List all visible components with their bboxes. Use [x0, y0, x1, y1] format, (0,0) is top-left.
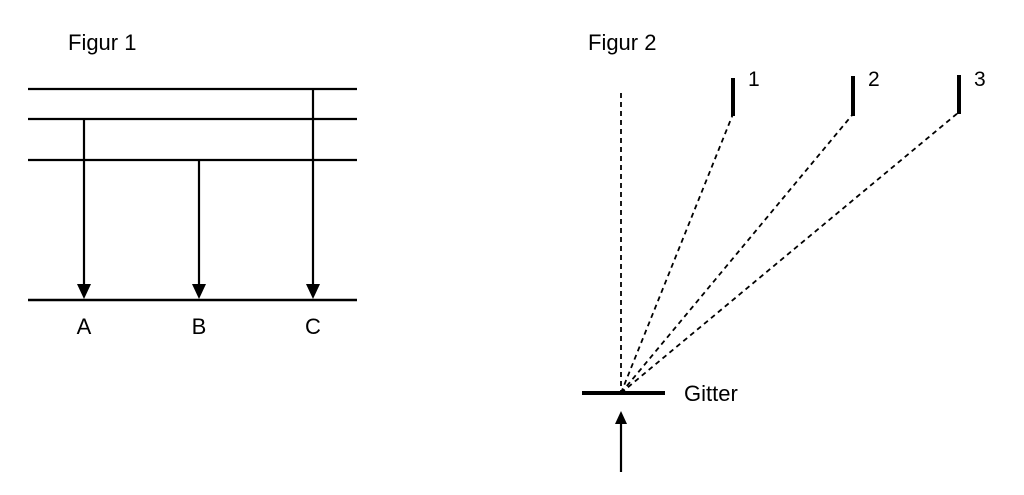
figur-2: Figur 2 1 2 3 Gitter: [582, 30, 986, 472]
transition-a: [77, 119, 91, 299]
detector-2-label: 2: [868, 68, 880, 91]
transition-c: [306, 89, 320, 299]
incident-beam: [615, 411, 627, 472]
transition-a-arrowhead: [77, 284, 91, 299]
transition-a-label: A: [77, 314, 92, 339]
ray-to-detector-1: [620, 113, 734, 394]
figur-1: Figur 1 A B C: [28, 30, 357, 339]
transition-b-label: B: [192, 314, 207, 339]
grating-label: Gitter: [684, 381, 738, 406]
figur-2-title: Figur 2: [588, 30, 656, 55]
transition-c-arrowhead: [306, 284, 320, 299]
transition-b-arrowhead: [192, 284, 206, 299]
detector-1-label: 1: [748, 68, 760, 91]
transition-b: [192, 160, 206, 299]
detector-3-label: 3: [974, 68, 986, 91]
ray-to-detector-2: [620, 113, 854, 394]
figur-1-title: Figur 1: [68, 30, 136, 55]
transition-c-label: C: [305, 314, 321, 339]
ray-to-detector-3: [620, 111, 960, 394]
incident-beam-arrowhead: [615, 411, 627, 424]
